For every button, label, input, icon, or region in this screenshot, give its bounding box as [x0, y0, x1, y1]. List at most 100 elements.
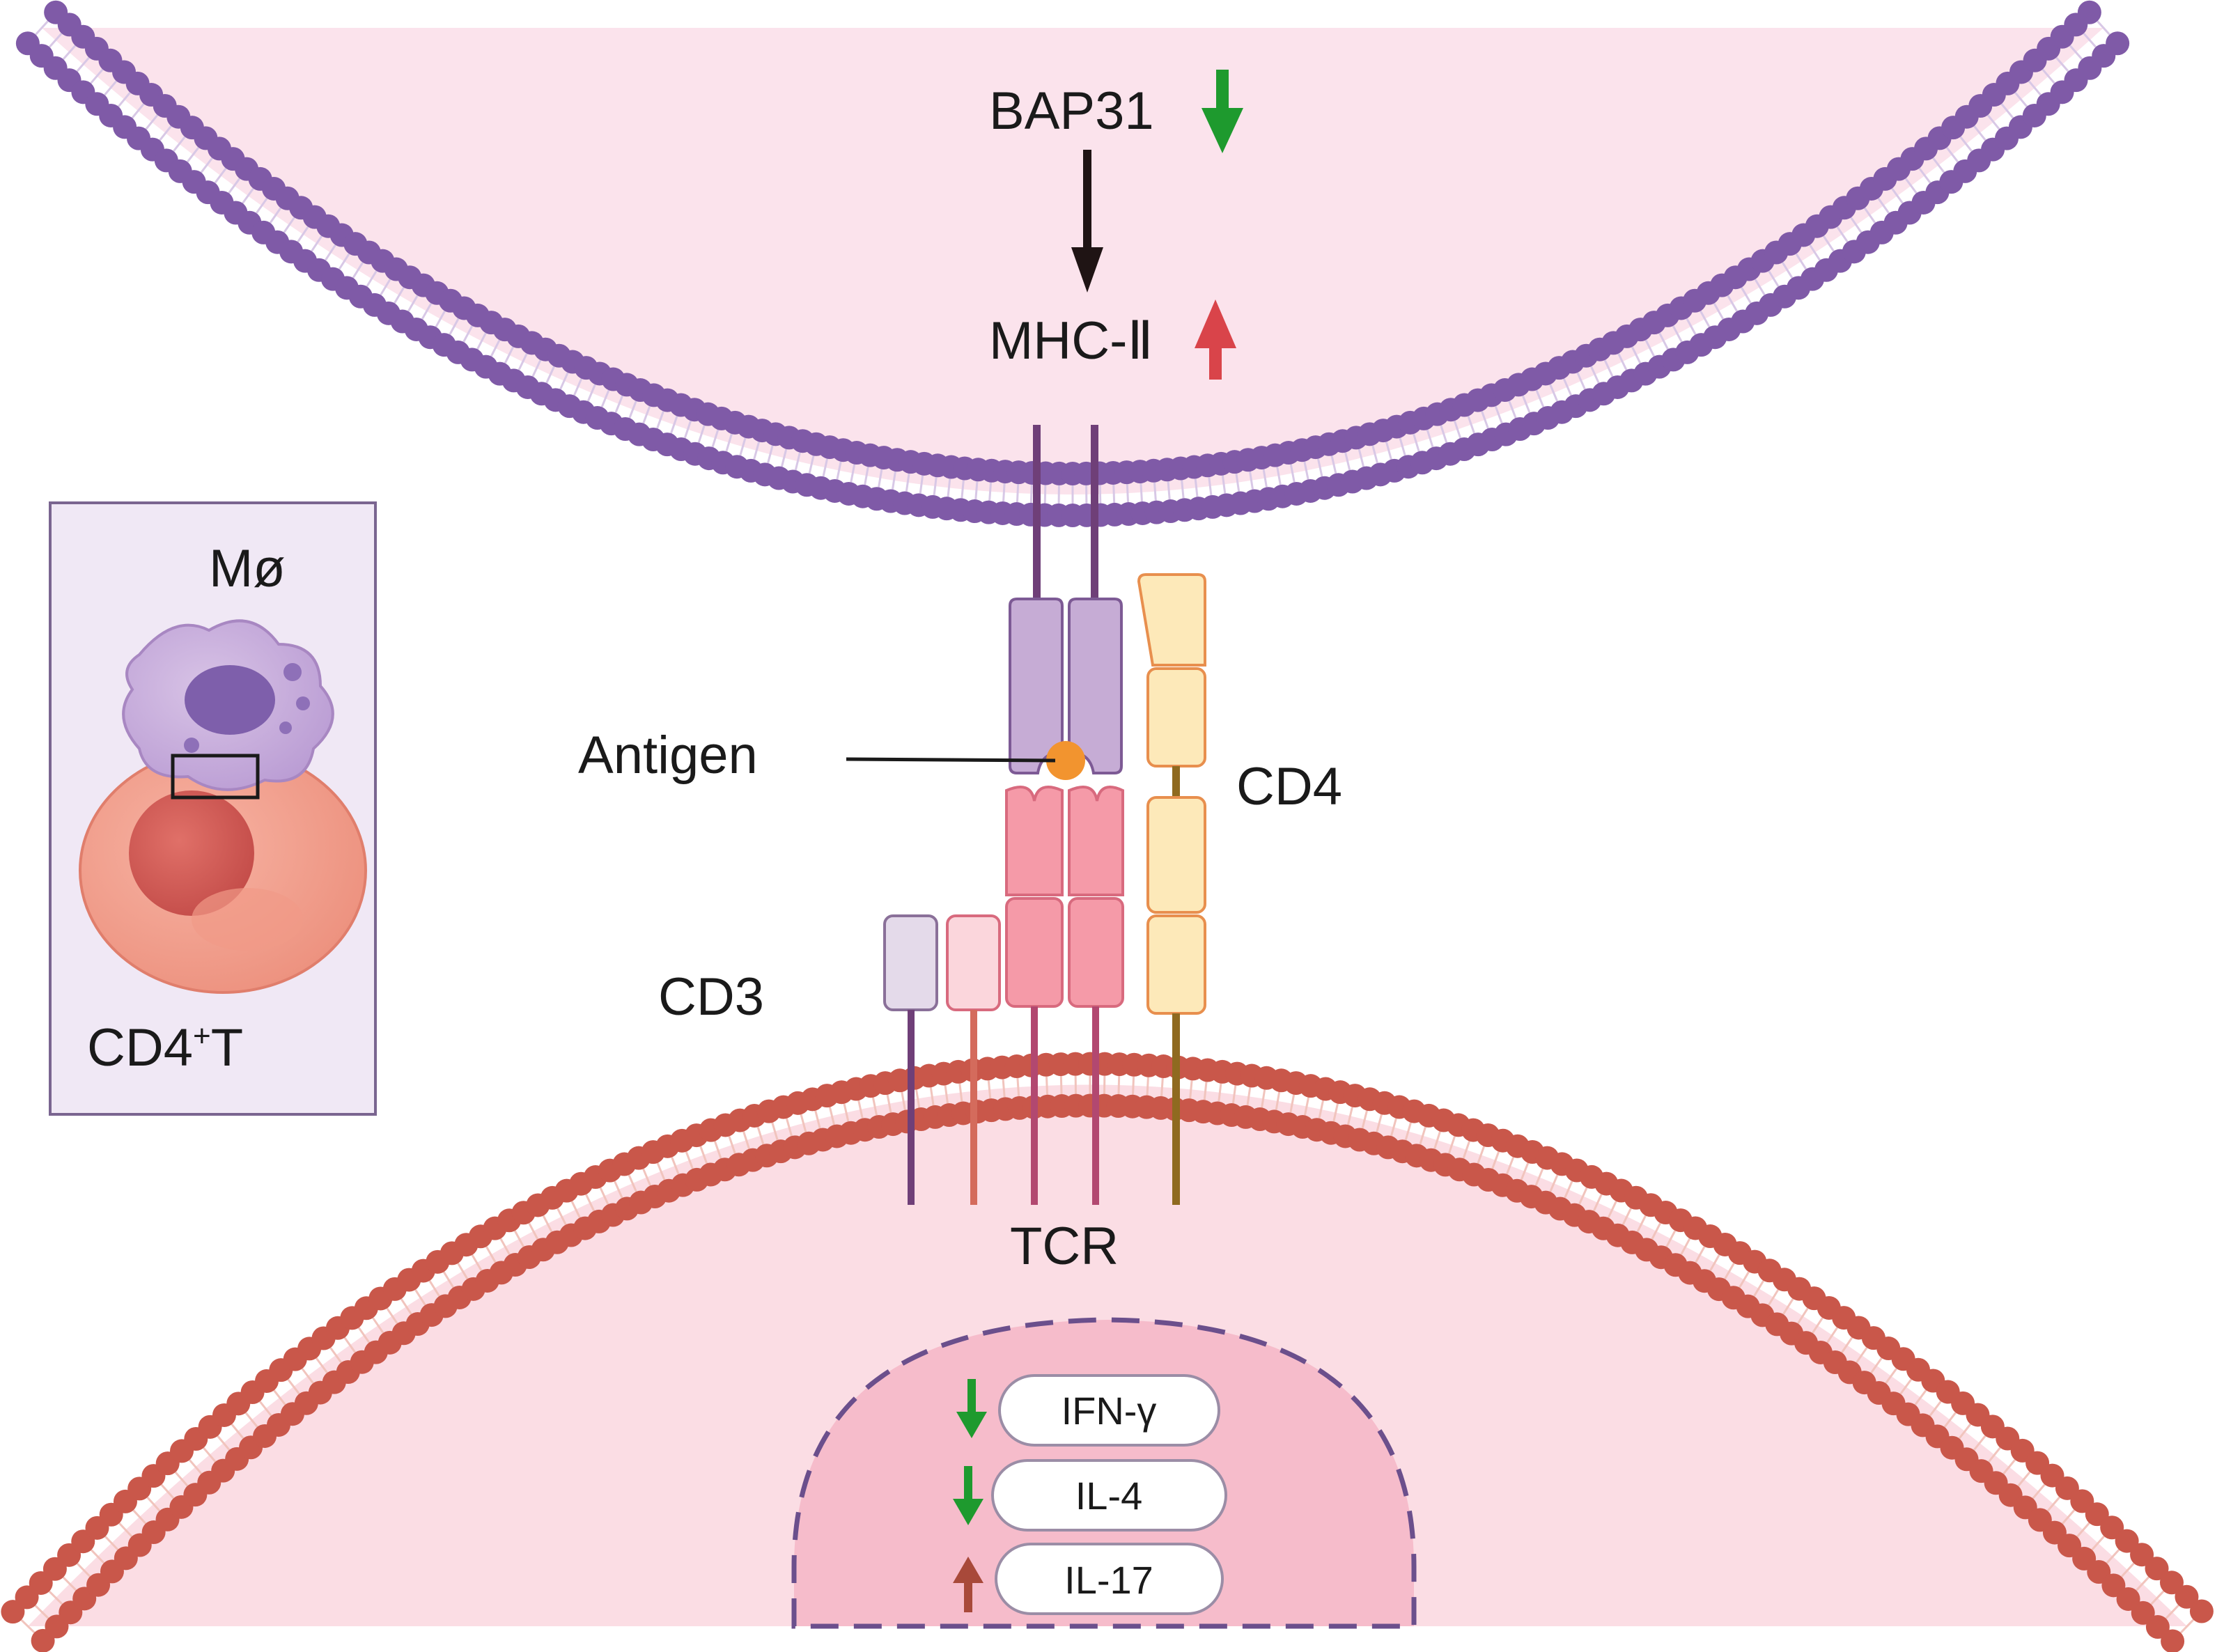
lipid-tail	[90, 68, 104, 84]
lipid-tail	[1399, 437, 1406, 456]
lipid-tail	[1521, 395, 1531, 413]
lipid-tail	[1578, 1187, 1588, 1205]
lipid-tail	[1467, 416, 1475, 434]
lipid-tail	[499, 1238, 511, 1255]
lipid-tail	[104, 80, 118, 96]
lipid-tail	[1520, 1162, 1530, 1180]
lipid-tail	[2083, 33, 2097, 48]
lipid-tail	[1826, 1327, 1839, 1343]
lipid-tail	[1508, 400, 1517, 419]
lipid-tail	[814, 1110, 821, 1129]
lipid-tail	[118, 1522, 133, 1538]
lipid-tail	[725, 433, 733, 452]
lipid-tail	[545, 366, 555, 384]
lipid-tail	[1153, 482, 1157, 501]
lipid-tail	[1235, 473, 1241, 492]
lipid-tail	[1607, 1201, 1617, 1219]
lipid-tail	[131, 103, 145, 119]
lipid-tail	[1167, 481, 1171, 500]
lipid-tail	[380, 279, 391, 296]
lipid-tail	[1419, 1126, 1426, 1145]
lipid-tail	[685, 1151, 694, 1169]
lipid-tail	[1098, 485, 1102, 504]
lipid-tail	[1863, 207, 1876, 224]
lipid-tail	[753, 442, 761, 460]
lipid-head	[2175, 1584, 2199, 1609]
lipid-tail	[2150, 1590, 2165, 1605]
mhc-ii-molecule	[1009, 425, 1123, 774]
lipid-tail	[20, 1619, 36, 1634]
lipid-tail	[2061, 1509, 2076, 1525]
lipid-tail	[901, 1091, 906, 1110]
pathway-arrow-icon	[1071, 150, 1103, 293]
lipid-tail	[614, 1180, 623, 1199]
lipid-tail	[1289, 464, 1296, 483]
inset-tcell-label-sup: +	[193, 1019, 211, 1053]
lipid-tail	[600, 389, 610, 407]
lipid-tail	[132, 1509, 147, 1525]
lipid-tail	[62, 45, 77, 61]
lipid-tail	[311, 235, 323, 252]
lipid-tail	[1932, 157, 1945, 173]
lipid-tail	[1988, 1447, 2001, 1463]
lipid-tail	[771, 1122, 779, 1141]
lipid-tail	[1603, 359, 1614, 377]
lipid-head	[2106, 31, 2130, 56]
lipid-tail	[808, 455, 815, 474]
lipid-tail	[958, 1083, 963, 1102]
cd4-molecule	[1137, 573, 1206, 1205]
lipid-tail	[513, 1230, 524, 1247]
tcr-molecule	[1005, 786, 1124, 1205]
lipid-tail	[1958, 1423, 1972, 1440]
lipid-tail	[1316, 458, 1323, 477]
lipid-tail	[1390, 1118, 1397, 1137]
lipid-tail	[1617, 353, 1628, 371]
lipid-tail	[421, 302, 433, 320]
lipid-tail	[173, 136, 186, 152]
lipid-tail	[1534, 1168, 1544, 1186]
lipid-tail	[1768, 1288, 1780, 1306]
lipid-tail	[1208, 477, 1213, 496]
lipid-tail	[1361, 1110, 1368, 1129]
lipid-tail	[1753, 1280, 1765, 1297]
lipid-tail	[35, 20, 49, 36]
lipid-tail	[242, 187, 254, 204]
lipid-tail	[1695, 1246, 1706, 1263]
lipid-tail	[518, 353, 528, 371]
lipid-tail	[670, 416, 678, 434]
lipid-tail	[1644, 339, 1656, 357]
lipid-tail	[1754, 279, 1766, 296]
lipid-tail	[457, 1263, 469, 1280]
lipid-tail	[338, 253, 350, 270]
lipid-tail	[878, 469, 883, 488]
inset-tcell-label: CD4+T	[87, 1018, 243, 1077]
lipid-tail	[273, 1389, 286, 1405]
lipid-tail	[1181, 480, 1185, 499]
lipid-tail	[586, 384, 596, 402]
lipid-tail	[2106, 1549, 2120, 1564]
lipid-tail	[1132, 1076, 1135, 1095]
lipid-tail	[1189, 1080, 1193, 1099]
lipid-tail	[559, 372, 569, 390]
lipid-tail	[1672, 325, 1683, 343]
lipid-head	[2077, 0, 2101, 24]
cytokine-label: IL-4	[1075, 1474, 1143, 1518]
lipid-tail	[557, 1208, 567, 1226]
lipid-tail	[1194, 478, 1199, 497]
lipid-tail	[2076, 1522, 2090, 1538]
lipid-tail	[2136, 1576, 2150, 1591]
inset-tcell-label-tail: T	[211, 1018, 243, 1077]
lipid-tail	[843, 1103, 850, 1122]
lipid-tail	[1262, 469, 1268, 488]
lipid-tail	[728, 1136, 736, 1154]
lipid-tail	[944, 1085, 949, 1104]
lipid-tail	[117, 91, 131, 107]
lipid-tail	[228, 178, 241, 194]
down-arrow-icon	[953, 1466, 983, 1525]
lipid-tail	[1029, 484, 1033, 503]
lipid-tail	[476, 332, 487, 350]
lipid-tail	[988, 482, 993, 501]
lipid-tail	[1870, 1357, 1883, 1374]
lipid-tail	[599, 1187, 609, 1205]
